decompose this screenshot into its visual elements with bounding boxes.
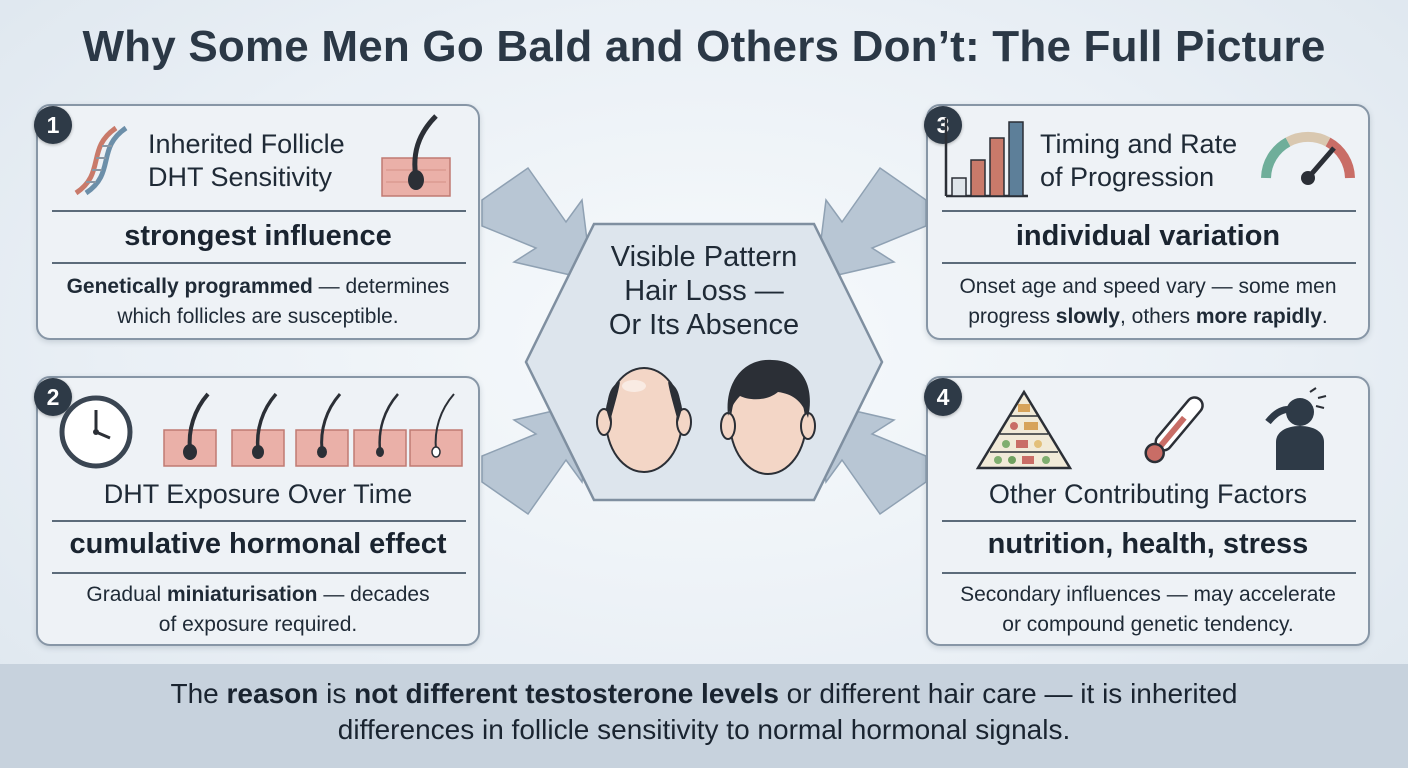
thermometer-icon bbox=[1144, 396, 1204, 464]
footer-conclusion: The reason is not different testosterone… bbox=[170, 678, 1238, 745]
card-3-description: Onset age and speed vary — some men prog… bbox=[959, 275, 1337, 328]
hair-follicle-icon bbox=[381, 114, 451, 197]
card-2-divider-2 bbox=[52, 572, 466, 574]
food-pyramid-icon bbox=[975, 389, 1073, 470]
card-2-subtitle: cumulative hormonal effect bbox=[69, 528, 447, 560]
full-hair-head-icon bbox=[720, 359, 816, 475]
center-label: Visible Pattern Hair Loss — Or Its Absen… bbox=[608, 241, 800, 341]
badge-4: 4 bbox=[924, 378, 962, 416]
card-4-subtitle: nutrition, health, stress bbox=[987, 528, 1309, 560]
card-4-divider bbox=[942, 520, 1356, 522]
footer-band bbox=[0, 664, 1408, 768]
card-1-divider bbox=[52, 210, 466, 212]
card-4-divider-2 bbox=[942, 572, 1356, 574]
card-1-subtitle: strongest influence bbox=[124, 220, 392, 252]
gauge-icon bbox=[1261, 131, 1355, 185]
card-4-title: Other Contributing Factors bbox=[988, 479, 1308, 509]
card-3-subtitle: individual variation bbox=[1015, 220, 1281, 252]
badge-1: 1 bbox=[34, 106, 72, 144]
card-2-title: DHT Exposure Over Time bbox=[103, 479, 413, 509]
card-1-divider-2 bbox=[52, 262, 466, 264]
bar-chart-icon bbox=[944, 118, 1028, 198]
page-title: Why Some Men Go Bald and Others Don’t: T… bbox=[82, 22, 1326, 71]
card-3-title: Timing and Rate of Progression bbox=[1040, 129, 1238, 192]
card-4-description: Secondary influences — may accelerate or… bbox=[960, 583, 1336, 636]
card-3-divider-2 bbox=[942, 262, 1356, 264]
card-1-title: Inherited Follicle DHT Sensitivity bbox=[148, 129, 345, 192]
card-2-divider bbox=[52, 520, 466, 522]
follicle-sequence-icon bbox=[163, 392, 463, 467]
card-1-description: Genetically programmed — determines whic… bbox=[66, 275, 450, 328]
dna-icon bbox=[74, 125, 128, 196]
clock-icon bbox=[59, 395, 133, 469]
bald-head-icon bbox=[596, 367, 692, 473]
card-2-description: Gradual miniaturisation — decades of exp… bbox=[86, 583, 430, 636]
stress-icon bbox=[1265, 387, 1327, 470]
badge-2: 2 bbox=[34, 378, 72, 416]
card-3-divider bbox=[942, 210, 1356, 212]
